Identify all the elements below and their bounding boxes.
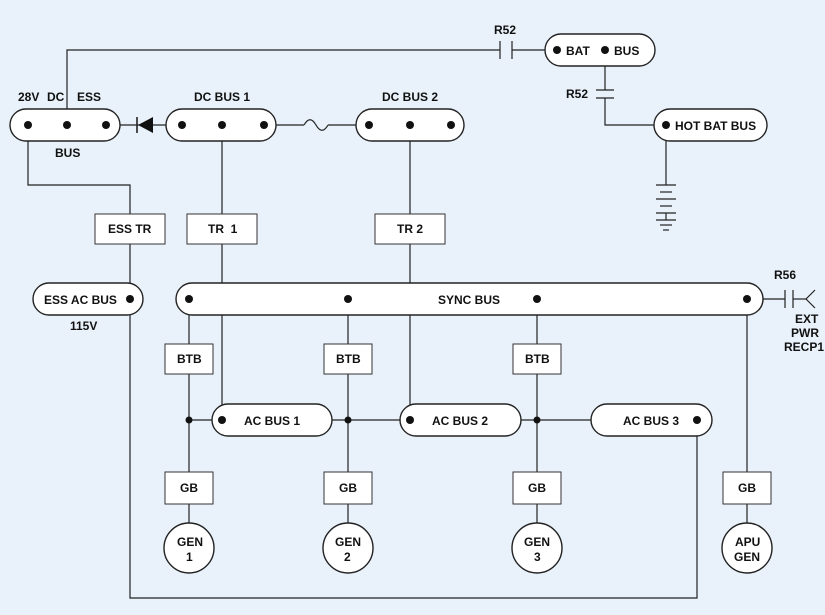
gb-1-label: GB <box>180 481 198 495</box>
ess-dc-dc-label: DC <box>47 90 65 104</box>
wire-r52-to-hotbat <box>604 98 666 126</box>
gb-3-label: GB <box>528 481 546 495</box>
gen-1-label-a: GEN <box>177 535 203 549</box>
ac-bus-1: AC BUS 1 <box>211 403 333 437</box>
capacitor-icon <box>499 41 513 59</box>
gen-2-label-b: 2 <box>344 550 351 564</box>
junction-dot <box>344 416 352 424</box>
pwr-label: PWR <box>791 326 819 340</box>
ess-tr: ESS TR <box>94 213 166 245</box>
ac-bus-3-label: AC BUS 3 <box>623 414 679 428</box>
gen-2-label-a: GEN <box>335 535 361 549</box>
ess-ac-voltage-label: 115V <box>70 319 97 333</box>
ess-dc-ess-label: ESS <box>77 90 101 104</box>
ess-tr-label: ESS TR <box>108 222 152 236</box>
junction-dot <box>533 416 541 424</box>
fuse-icon <box>303 119 329 131</box>
sync-bus-label: SYNC BUS <box>438 293 500 307</box>
tr-1-label: TR 1 <box>208 222 238 236</box>
bat-bus: BAT BUS <box>544 33 656 67</box>
ac-bus-2: AC BUS 2 <box>399 403 522 437</box>
ext-receptacle-icon <box>805 289 816 309</box>
gen-1: GEN 1 <box>163 522 215 574</box>
gb-3: GB <box>512 471 562 505</box>
tr-1: TR 1 <box>186 213 258 245</box>
tr-2-label: TR 2 <box>397 222 423 236</box>
r52-top-label: R52 <box>494 23 516 37</box>
wire-ess-to-bat <box>66 49 500 125</box>
bat-label: BAT <box>566 44 590 58</box>
ac-bus-1-label: AC BUS 1 <box>244 414 300 428</box>
ess-dc-bus-label: BUS <box>55 146 80 160</box>
r56-label: R56 <box>774 268 796 282</box>
ess-dc-bus: 28V DC ESS BUS <box>9 90 121 160</box>
apu-gen-label-a: APU <box>735 535 760 549</box>
capacitor-icon <box>596 89 614 99</box>
btb-1: BTB <box>164 343 214 375</box>
ess-ac-bus: ESS AC BUS 115V <box>32 282 144 333</box>
gen-3: GEN 3 <box>511 522 563 574</box>
ext-pwr-labels: R56 EXT PWR RECP1 <box>774 268 824 354</box>
gb-2: GB <box>323 471 373 505</box>
wire-esstr-loop <box>129 244 698 599</box>
gen-2: GEN 2 <box>322 522 374 574</box>
apu-gen: APU GEN <box>721 522 773 574</box>
ess-ac-bus-label: ESS AC BUS <box>44 293 117 307</box>
wire-essdc-to-esstr <box>27 125 131 214</box>
btb-2-label: BTB <box>336 352 361 366</box>
apu-gen-label-b: GEN <box>734 550 760 564</box>
ac-bus-2-label: AC BUS 2 <box>432 414 488 428</box>
gb-2-label: GB <box>339 481 357 495</box>
hot-bat-bus: HOT BAT BUS <box>653 108 768 142</box>
diode-icon <box>120 117 166 133</box>
hot-bat-bus-label: HOT BAT BUS <box>675 119 756 133</box>
capacitor-icon <box>784 290 806 308</box>
dc-bus-1: DC BUS 1 <box>165 90 277 142</box>
dc-bus-2: DC BUS 2 <box>355 90 465 142</box>
btb-2: BTB <box>323 343 373 375</box>
r52-mid-label: R52 <box>566 87 588 101</box>
dc-bus-2-label: DC BUS 2 <box>382 90 438 104</box>
btb-3: BTB <box>512 343 562 375</box>
bat-bus-label: BUS <box>614 44 639 58</box>
junction-dot <box>185 416 193 424</box>
ess-dc-28v-label: 28V <box>18 90 39 104</box>
btb-1-label: BTB <box>177 352 202 366</box>
tr-2: TR 2 <box>374 213 446 245</box>
gen-3-label-b: 3 <box>534 550 541 564</box>
ac-bus-3: AC BUS 3 <box>590 403 713 437</box>
battery-icon <box>656 184 676 220</box>
ext-label: EXT <box>795 312 819 326</box>
btb-3-label: BTB <box>525 352 550 366</box>
gb-apu: GB <box>722 471 772 505</box>
gb-1: GB <box>164 471 214 505</box>
ground-icon <box>656 219 676 231</box>
recp1-label: RECP1 <box>784 340 824 354</box>
dc-bus-1-label: DC BUS 1 <box>194 90 250 104</box>
gen-1-label-b: 1 <box>186 550 193 564</box>
gen-3-label-a: GEN <box>524 535 550 549</box>
gb-apu-label: GB <box>738 481 756 495</box>
sync-bus: SYNC BUS <box>175 282 764 316</box>
